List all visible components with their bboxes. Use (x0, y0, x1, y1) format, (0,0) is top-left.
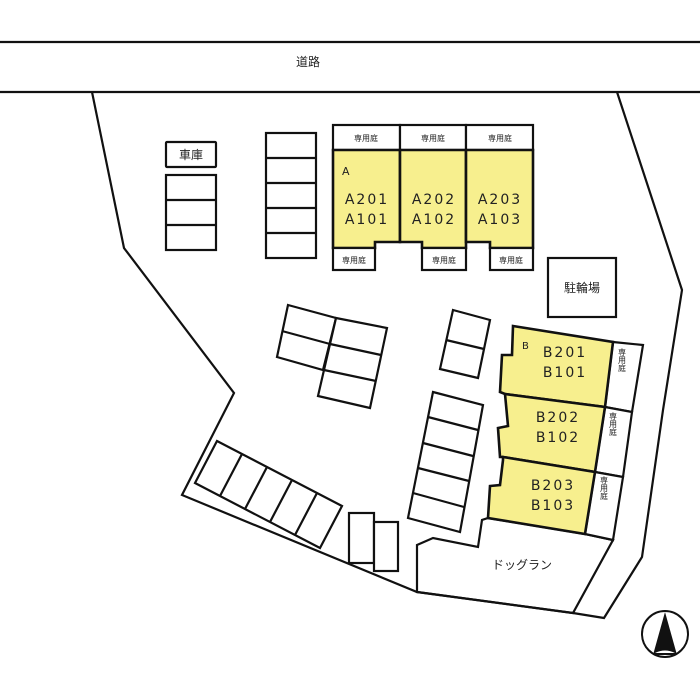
parking-garage-block (164, 173, 218, 252)
unit-number: A102 (412, 212, 456, 228)
building-a-label: A (342, 165, 350, 178)
unit-number: A203 (478, 192, 522, 208)
unit-number: A201 (345, 192, 389, 208)
unit-number: B103 (531, 498, 575, 514)
unit-number: B203 (531, 478, 575, 494)
parking-block-north (264, 131, 318, 260)
garden-label: 専用庭 (421, 133, 445, 143)
building-b-label: B (522, 341, 529, 352)
garden-label: 専用庭 (432, 255, 456, 265)
parking-row-southwest (193, 439, 344, 550)
garden-label: 専用庭 (488, 133, 512, 143)
garden-a102-bottom (420, 246, 468, 272)
parking-pair-east (438, 308, 492, 380)
garden-a-top-row: 専用庭 専用庭 専用庭 (331, 123, 535, 152)
unit-number: B201 (543, 345, 587, 361)
bicycle-parking-label: 駐輪場 (564, 280, 600, 295)
parking-cluster-middle (275, 303, 389, 410)
north-arrow-icon (641, 610, 689, 658)
parking-small-2 (372, 520, 400, 573)
unit-number: B101 (543, 365, 587, 381)
garden-label: 専用庭 (342, 255, 366, 265)
building-a: 専用庭 専用庭 専用庭 A A201 A101 A202 A102 A203 A… (331, 123, 535, 272)
garden-label: 専用庭 (609, 411, 618, 437)
garden-label: 専用庭 (499, 255, 523, 265)
garden-label: 専用庭 (618, 347, 627, 373)
garage-label-box (164, 140, 218, 169)
unit-b102[interactable] (496, 392, 607, 474)
garage-label: 車庫 (179, 148, 203, 162)
bicycle-parking (546, 256, 618, 319)
dog-run-label: ドッグラン (492, 558, 552, 572)
unit-number: A103 (478, 212, 522, 228)
garden-a101-bottom (331, 246, 377, 272)
garden-a103-bottom (488, 246, 535, 272)
garden-label: 専用庭 (354, 133, 378, 143)
road: 道路 (0, 40, 700, 94)
unit-number: B202 (536, 410, 580, 426)
building-b: 専用庭 専用庭 専用庭 B B201 B101 B202 B102 B203 B… (486, 324, 645, 542)
unit-number: B102 (536, 430, 580, 446)
road-label: 道路 (296, 54, 320, 69)
unit-number: A202 (412, 192, 456, 208)
parking-small-1 (347, 511, 376, 565)
parking-column-b (406, 390, 485, 534)
garden-label: 専用庭 (600, 475, 609, 501)
unit-number: A101 (345, 212, 389, 228)
unit-b101[interactable] (498, 324, 615, 409)
unit-b103[interactable] (486, 455, 597, 536)
